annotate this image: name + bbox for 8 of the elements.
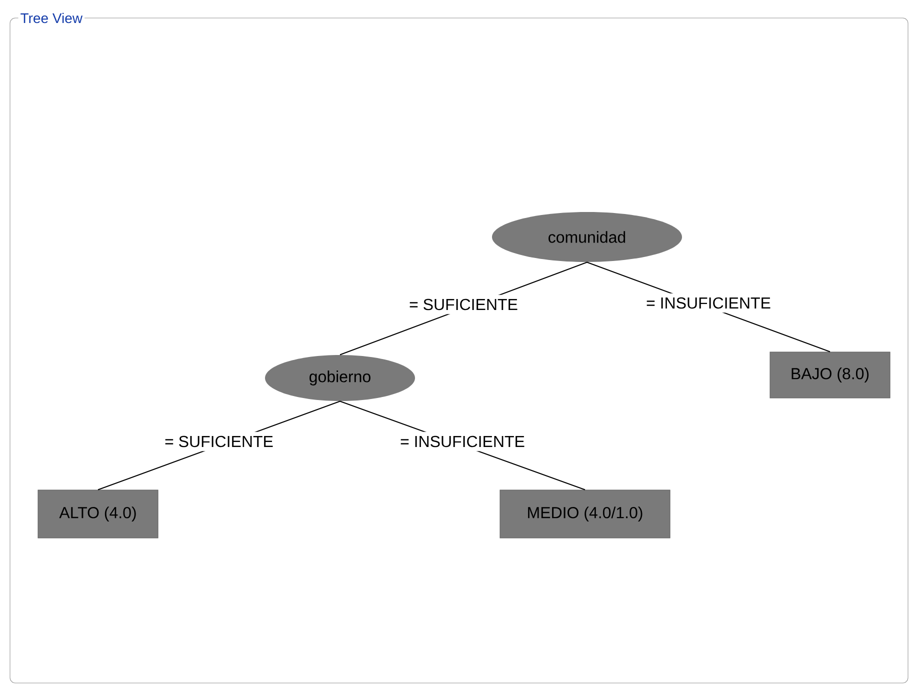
edge-label: = INSUFICIENTE [646, 297, 770, 309]
edge-label: = INSUFICIENTE [400, 436, 524, 448]
edge-label: = SUFICIENTE [165, 436, 273, 448]
leaf-box: MEDIO (4.0/1.0) [500, 490, 670, 538]
edge-label: = SUFICIENTE [410, 298, 518, 310]
leaf-box: ALTO (4.0) [38, 490, 158, 538]
panel-title: Tree View [18, 10, 85, 26]
leaf-box: BAJO (8.0) [770, 352, 890, 398]
